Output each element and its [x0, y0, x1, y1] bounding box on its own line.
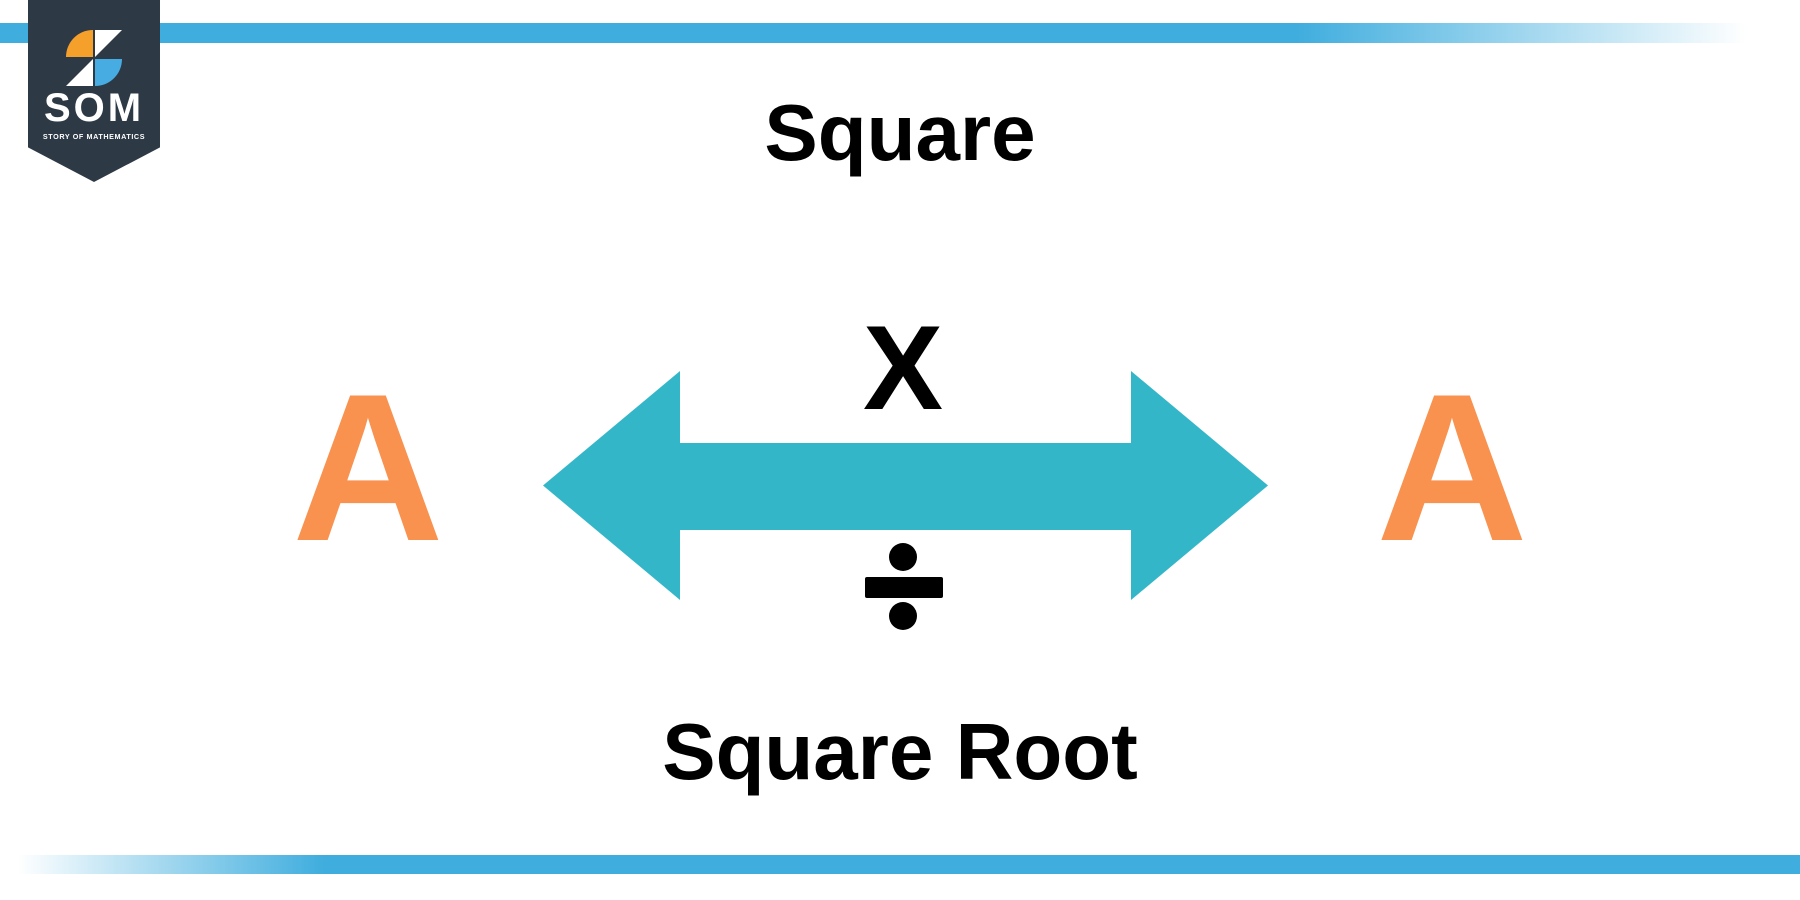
logo-tagline: STORY OF MATHEMATICS: [42, 132, 146, 141]
bottom-accent-bar: [0, 855, 1800, 874]
divide-dot-bottom: [889, 602, 917, 630]
divide-dot-top: [889, 543, 917, 571]
logo-badge: SOM STORY OF MATHEMATICS: [28, 0, 160, 182]
double-arrow-shaft: [676, 443, 1133, 530]
letter-a-right: A: [1376, 350, 1528, 585]
right-arrowhead-icon: [1131, 371, 1268, 600]
left-arrowhead-icon: [543, 371, 680, 600]
label-square-root: Square Root: [662, 707, 1138, 796]
multiply-symbol: X: [862, 301, 944, 435]
divide-bar: [865, 577, 943, 598]
pinwheel-blue-quarter: [95, 59, 122, 86]
pinwheel-icon: [66, 30, 122, 86]
title-square: Square: [764, 88, 1036, 177]
top-accent-bar: [0, 23, 1800, 43]
pinwheel-white-triangle-top: [95, 30, 122, 57]
letter-a-left: A: [292, 350, 444, 585]
pinwheel-orange-quarter: [66, 30, 93, 57]
logo-acronym: SOM: [43, 86, 145, 130]
pinwheel-white-triangle-bottom: [66, 59, 93, 86]
